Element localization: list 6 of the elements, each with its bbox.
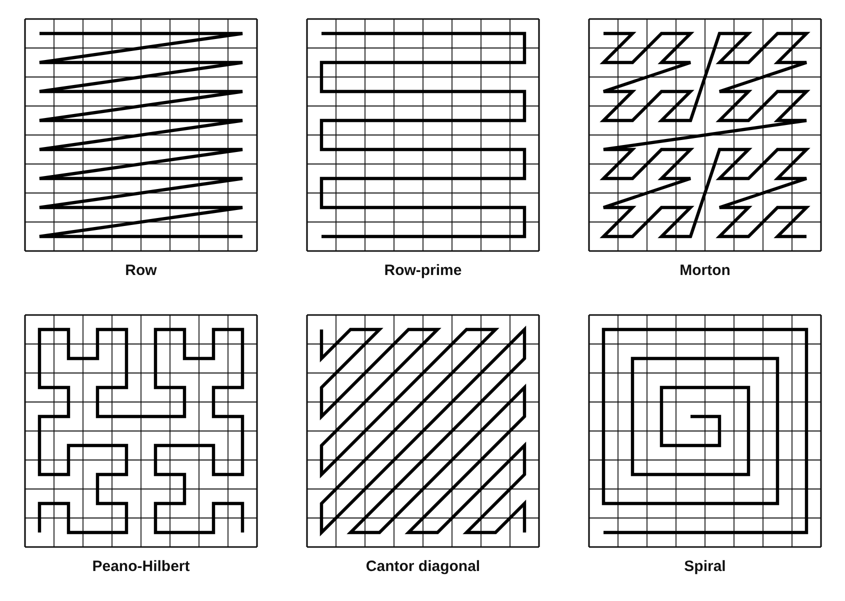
curve-caption: Peano-Hilbert: [92, 558, 190, 575]
curve-caption: Row: [125, 262, 157, 279]
curve-caption: Row-prime: [384, 262, 462, 279]
curve-caption: Spiral: [684, 558, 726, 575]
curve-caption: Cantor diagonal: [366, 558, 480, 575]
curve-caption: Morton: [680, 262, 730, 279]
